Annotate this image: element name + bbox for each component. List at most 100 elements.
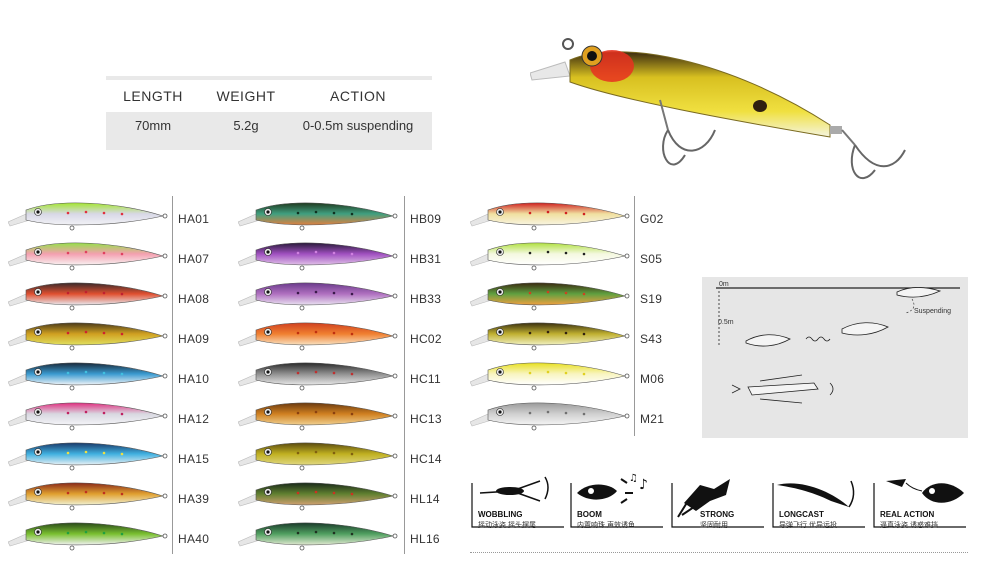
lure-hl14: [237, 476, 398, 516]
feature-strong-label: STRONG: [700, 510, 735, 519]
spec-header-row: [106, 80, 432, 112]
lure-ha09: [7, 316, 168, 356]
wobbling-icon: [471, 476, 564, 528]
bottom-dotted-rule: [470, 552, 968, 553]
lure-image: [7, 362, 168, 391]
lure-hc11: [237, 356, 398, 396]
lure-image: [469, 282, 630, 311]
hero-lure-image: [530, 38, 906, 179]
feature-longcast-sub: 导弹飞行 优异远投: [779, 522, 837, 529]
boom-icon: ♪ ♫: [570, 473, 663, 528]
lure-code-ha08: HA08: [178, 292, 210, 306]
lure-code-g02: G02: [640, 212, 664, 226]
feature-boom-sub: 内置响珠 声效诱鱼: [577, 522, 635, 529]
lure-g02: [469, 196, 630, 236]
lure-image: [7, 202, 168, 231]
lure-image: [7, 442, 168, 471]
lure-image: [7, 402, 168, 431]
lure-code-hb31: HB31: [410, 252, 442, 266]
lure-s05: [469, 236, 630, 276]
lure-image: [237, 242, 398, 271]
lure-code-hc13: HC13: [410, 412, 442, 426]
lure-image: [237, 282, 398, 311]
lure-ha40: [7, 516, 168, 556]
lure-image: [237, 482, 398, 511]
lure-image: [7, 482, 168, 511]
lure-ha01: [7, 196, 168, 236]
lure-image: [469, 362, 630, 391]
lure-hc14: [237, 436, 398, 476]
spec-header-action: ACTION: [330, 88, 386, 104]
lure-image: [469, 402, 630, 431]
real-action-icon: [873, 479, 966, 528]
action-diagram-graphic: [716, 286, 960, 404]
diagram-depth-05m: 0.5m: [718, 319, 734, 326]
lure-code-hl16: HL16: [410, 532, 440, 546]
lure-code-ha40: HA40: [178, 532, 210, 546]
lure-hb09: [237, 196, 398, 236]
lure-code-s43: S43: [640, 332, 663, 346]
diagram-depth-0m: 0m: [719, 281, 729, 288]
lure-code-s05: S05: [640, 252, 663, 266]
lure-hb31: [237, 236, 398, 276]
spec-table: LENGTH WEIGHT ACTION 70mm 5.2g 0-0.5m su…: [106, 76, 432, 150]
lure-image: [469, 202, 630, 231]
lure-code-hc02: HC02: [410, 332, 442, 346]
spec-value-action: 0-0.5m suspending: [302, 118, 414, 133]
feature-longcast: LONGCAST 导弹飞行 优异远投: [771, 471, 867, 529]
lure-code-ha10: HA10: [178, 372, 210, 386]
feature-strong-sub: 坚固耐用: [700, 522, 728, 529]
lure-ha39: [7, 476, 168, 516]
column-divider-2: [404, 196, 405, 554]
lure-m21: [469, 396, 630, 436]
feature-longcast-label: LONGCAST: [779, 510, 824, 519]
lure-code-hb33: HB33: [410, 292, 442, 306]
feature-strong: STRONG 坚固耐用: [670, 471, 766, 529]
lure-code-m06: M06: [640, 372, 665, 386]
lure-image: [469, 242, 630, 271]
longcast-icon: [772, 480, 865, 528]
lure-hc02: [237, 316, 398, 356]
feature-real-action: REAL ACTION 逼真泳姿 诱惑难挡: [872, 471, 968, 529]
feature-boom: ♪ ♫ BOOM 内置响珠 声效诱鱼: [569, 471, 665, 529]
lure-ha12: [7, 396, 168, 436]
lure-code-ha12: HA12: [178, 412, 210, 426]
lure-code-hc11: HC11: [410, 372, 441, 386]
lure-s19: [469, 276, 630, 316]
diagram-suspending-note: Suspending: [914, 308, 951, 315]
svg-text:♫: ♫: [629, 473, 638, 484]
lure-code-ha15: HA15: [178, 452, 210, 466]
lure-ha15: [7, 436, 168, 476]
lure-image: [7, 322, 168, 351]
column-divider-1: [172, 196, 173, 554]
lure-code-m21: M21: [640, 412, 665, 426]
lure-hl16: [237, 516, 398, 556]
lure-image: [237, 202, 398, 231]
lure-image: [237, 322, 398, 351]
feature-real-action-label: REAL ACTION: [880, 510, 935, 519]
column-divider-3: [634, 196, 635, 436]
spec-header-length: LENGTH: [123, 88, 183, 104]
lure-code-hb09: HB09: [410, 212, 442, 226]
lure-image: [7, 282, 168, 311]
suspending-action-diagram: 0m 0.5m Suspending: [702, 277, 968, 438]
lure-image: [237, 522, 398, 551]
lure-code-ha07: HA07: [178, 252, 210, 266]
strong-icon: [671, 479, 764, 528]
spec-header-weight: WEIGHT: [216, 88, 276, 104]
lure-hb33: [237, 276, 398, 316]
lure-code-hl14: HL14: [410, 492, 440, 506]
lure-code-ha01: HA01: [178, 212, 210, 226]
lure-hc13: [237, 396, 398, 436]
lure-image: [237, 362, 398, 391]
lure-image: [7, 242, 168, 271]
feature-wobbling: WOBBLING 摇动泳姿 摇头摆尾: [470, 471, 566, 529]
lure-image: [237, 442, 398, 471]
spec-value-length: 70mm: [134, 118, 172, 133]
lure-m06: [469, 356, 630, 396]
lure-code-ha09: HA09: [178, 332, 210, 346]
lure-code-s19: S19: [640, 292, 663, 306]
lure-image: [469, 322, 630, 351]
feature-real-action-sub: 逼真泳姿 诱惑难挡: [880, 522, 938, 529]
spec-value-weight: 5.2g: [233, 118, 259, 133]
